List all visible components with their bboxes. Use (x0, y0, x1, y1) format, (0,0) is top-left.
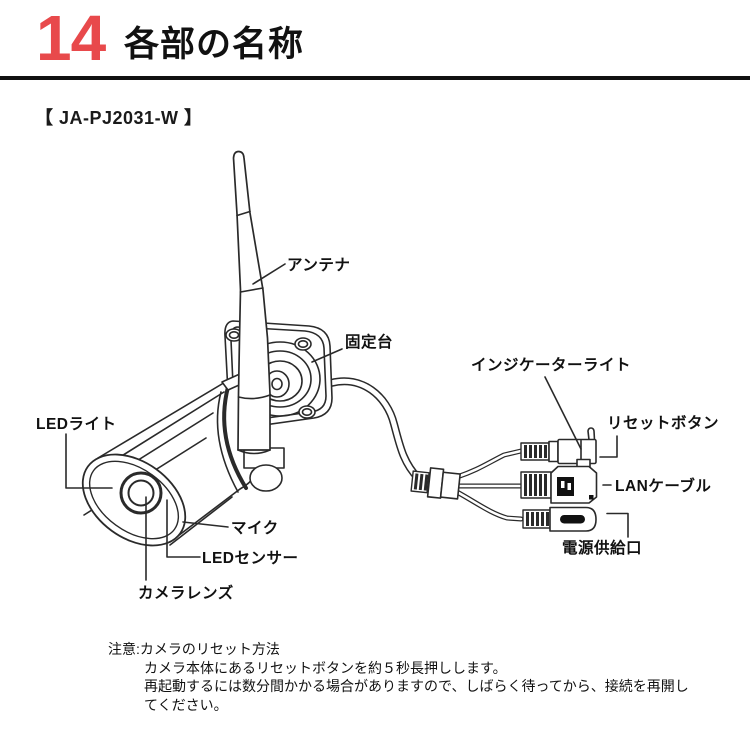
mount-leader-line (311, 348, 343, 363)
header-divider (0, 76, 750, 80)
note-block: 注意:カメラのリセット方法 カメラ本体にあるリセットボタンを約５秒長押しします。… (108, 640, 708, 714)
led-light-label: LEDライト (36, 416, 117, 433)
reset-bracket-line (599, 435, 618, 458)
note-line: 再起動するには数分間かかる場合がありますので、しばらく待ってから、接続を再開し (144, 678, 689, 694)
mount-base-label: 固定台 (345, 332, 393, 351)
power-connector-drawing (522, 506, 629, 538)
led-sensor-label: LEDセンサー (202, 549, 299, 567)
note-line: てください。 (144, 696, 228, 713)
indicator-leader-line (544, 376, 582, 450)
lan-cable-label: LANケーブル (615, 476, 711, 495)
reset-connector-drawing (520, 427, 618, 465)
microphone-leader-line (182, 521, 229, 528)
antenna-label: アンテナ (287, 256, 350, 274)
model-heading: 【 JA-PJ2031-W 】 (35, 108, 203, 128)
cable-splitter-drawing (410, 448, 524, 522)
note-line: 注意:カメラのリセット方法 (108, 641, 280, 657)
diagram-labels: アンテナ 固定台 インジケーターライト リセットボタン LANケーブル 電源供給… (36, 256, 719, 602)
camera-lens-label: カメラレンズ (138, 583, 234, 602)
page-title: 各部の名称 (124, 25, 305, 64)
antenna-drawing (232, 150, 271, 455)
led-sensor-leader-line (166, 499, 201, 558)
led-light-leader-line (65, 433, 113, 489)
camera-body-drawing (81, 372, 285, 547)
antenna-leader-line (252, 263, 286, 285)
indicator-light-label: インジケーターライト (471, 356, 631, 374)
microphone-label: マイク (231, 519, 279, 537)
reset-button-label: リセットボタン (607, 414, 719, 432)
lan-connector-drawing (520, 458, 612, 504)
power-bracket-line (606, 512, 629, 538)
power-port-label: 電源供給口 (562, 538, 642, 557)
section-number: 14 (36, 2, 106, 74)
main-cable-drawing (327, 377, 422, 482)
note-line: カメラ本体にあるリセットボタンを約５秒長押しします。 (144, 659, 507, 676)
leader-lines (65, 263, 582, 581)
